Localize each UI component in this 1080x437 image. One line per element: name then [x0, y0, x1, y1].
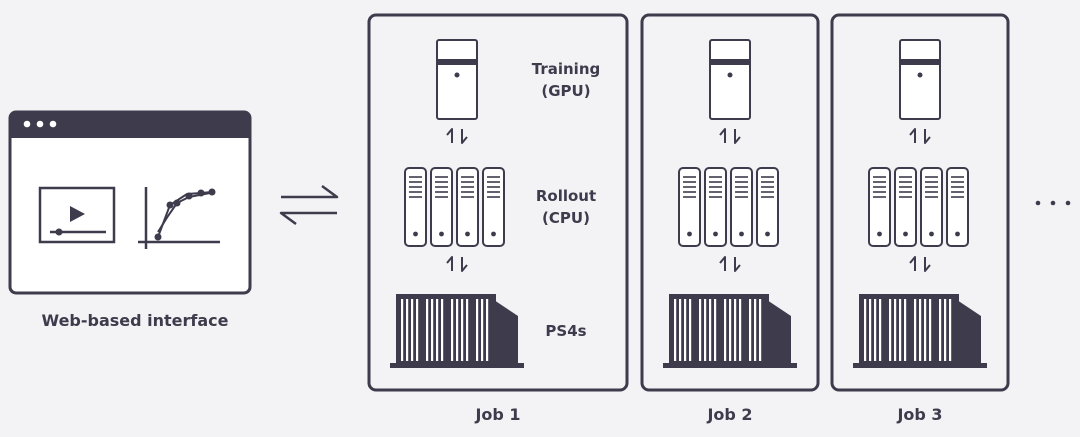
up-down-arrows-icon: [446, 128, 468, 144]
job-1-box: [367, 13, 629, 392]
rollout-label-line-1: Rollout: [535, 187, 597, 205]
up-down-arrows-icon: [446, 256, 468, 272]
up-down-arrows-icon: [719, 256, 741, 272]
video-player-icon: [38, 186, 116, 244]
up-down-arrows-icon: [909, 128, 931, 144]
web-interface-label: Web-based interface: [41, 311, 229, 330]
ps4s-label: PS4s: [545, 322, 587, 340]
up-down-arrows-icon: [719, 128, 741, 144]
gpu-server-icon: [899, 39, 941, 120]
up-down-arrows-icon: [909, 256, 931, 272]
ps4-rack-icon: [663, 294, 797, 368]
gpu-server-icon: [436, 39, 478, 120]
training-label-line-2: (GPU): [541, 82, 591, 100]
learning-curve-chart-icon: [138, 187, 220, 249]
job-3-label: Job 3: [897, 405, 943, 424]
job-2-box: [640, 13, 820, 392]
job-2-label: Job 2: [707, 405, 753, 424]
rollout-label: Rollout (CPU): [511, 185, 621, 229]
ps4-rack-icon: [390, 294, 524, 368]
job-1-label: Job 1: [475, 405, 521, 424]
job-3-box: [830, 13, 1010, 392]
training-label-line-1: Training: [531, 60, 601, 78]
cpu-servers-icon: [405, 168, 504, 246]
rollout-label-line-2: (CPU): [542, 209, 590, 227]
bidirectional-arrows-icon: [279, 184, 339, 226]
browser-window-icon: [8, 110, 252, 295]
cpu-servers-icon: [869, 168, 968, 246]
gpu-server-icon: [709, 39, 751, 120]
ellipsis-icon: [1035, 200, 1071, 206]
training-label: Training (GPU): [511, 58, 621, 102]
cpu-servers-icon: [679, 168, 778, 246]
ps4-rack-icon: [853, 294, 987, 368]
